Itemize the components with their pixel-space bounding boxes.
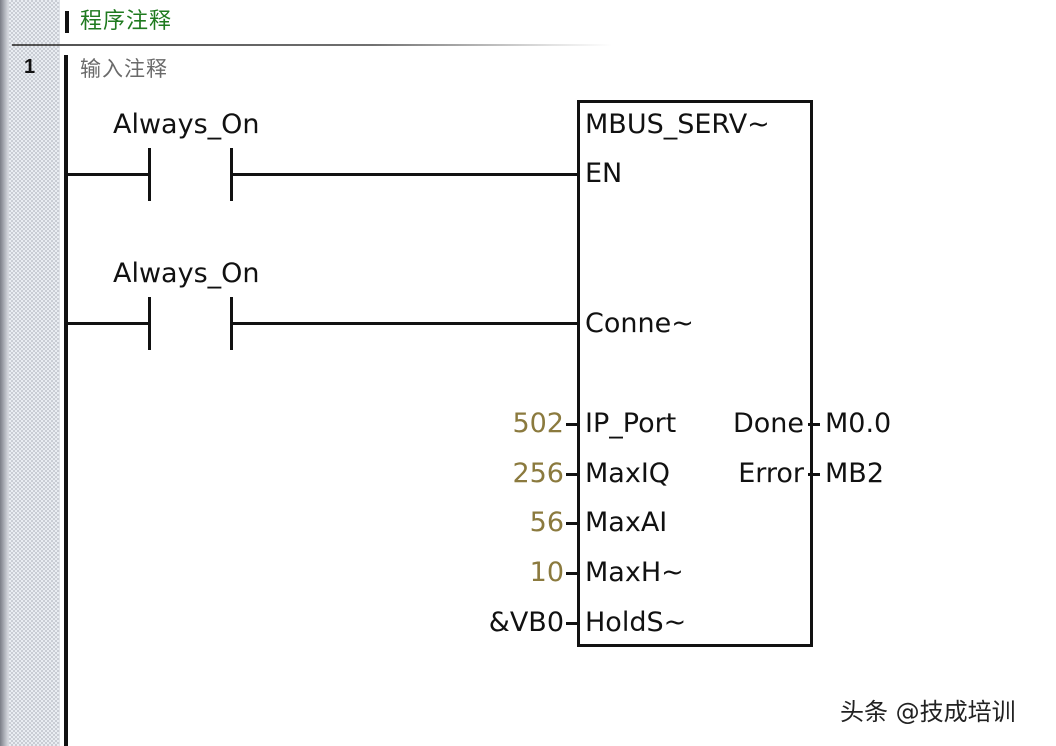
param-max-h-stub	[566, 572, 578, 575]
contact-2-label[interactable]: Always_On	[113, 258, 260, 289]
param-max-ai-stub	[566, 522, 578, 525]
pin-ip-port: IP_Port	[585, 408, 677, 439]
watermark: 头条 @技成培训	[840, 698, 1016, 726]
rung-comment[interactable]: 输入注释	[80, 57, 168, 81]
contact-1-left-plate	[148, 148, 151, 201]
function-block-mbus-serv[interactable]	[577, 100, 813, 647]
pin-max-h: MaxH~	[585, 557, 684, 588]
program-comment-separator	[12, 44, 612, 46]
rung-gutter	[9, 0, 60, 746]
wire-contact-2-to-connect	[230, 322, 578, 325]
pin-error: Error	[738, 458, 804, 489]
pin-done: Done	[732, 408, 804, 439]
pin-en: EN	[585, 158, 623, 189]
pin-max-ai: MaxAI	[585, 507, 668, 538]
wire-rail-to-contact-2	[66, 322, 151, 325]
pin-hold-start: HoldS~	[585, 607, 687, 638]
param-error-stub	[808, 473, 820, 476]
param-hold-start-stub	[566, 622, 578, 625]
param-max-iq-stub	[566, 473, 578, 476]
left-power-rail	[64, 55, 68, 746]
program-comment-marker	[65, 11, 69, 33]
pin-max-iq: MaxIQ	[585, 458, 671, 489]
function-block-title: MBUS_SERV~	[585, 109, 770, 140]
param-max-h-value[interactable]: 10	[529, 557, 564, 588]
param-max-iq-value[interactable]: 256	[512, 458, 564, 489]
param-max-ai-value[interactable]: 56	[529, 507, 564, 538]
contact-2-left-plate	[148, 297, 151, 350]
pin-connect: Conne~	[585, 308, 694, 339]
param-ip-port-stub	[566, 423, 578, 426]
param-hold-start-value[interactable]: &VB0	[488, 607, 564, 638]
program-comment[interactable]: 程序注释	[80, 9, 173, 34]
rung-number[interactable]: 1	[24, 56, 36, 78]
wire-contact-1-to-en	[230, 173, 578, 176]
contact-1-label[interactable]: Always_On	[113, 109, 260, 140]
window-edge	[0, 0, 9, 746]
param-error-value[interactable]: MB2	[825, 458, 884, 489]
param-done-value[interactable]: M0.0	[825, 408, 892, 439]
param-ip-port-value[interactable]: 502	[512, 408, 564, 439]
param-done-stub	[808, 423, 820, 426]
wire-rail-to-contact-1	[66, 173, 151, 176]
